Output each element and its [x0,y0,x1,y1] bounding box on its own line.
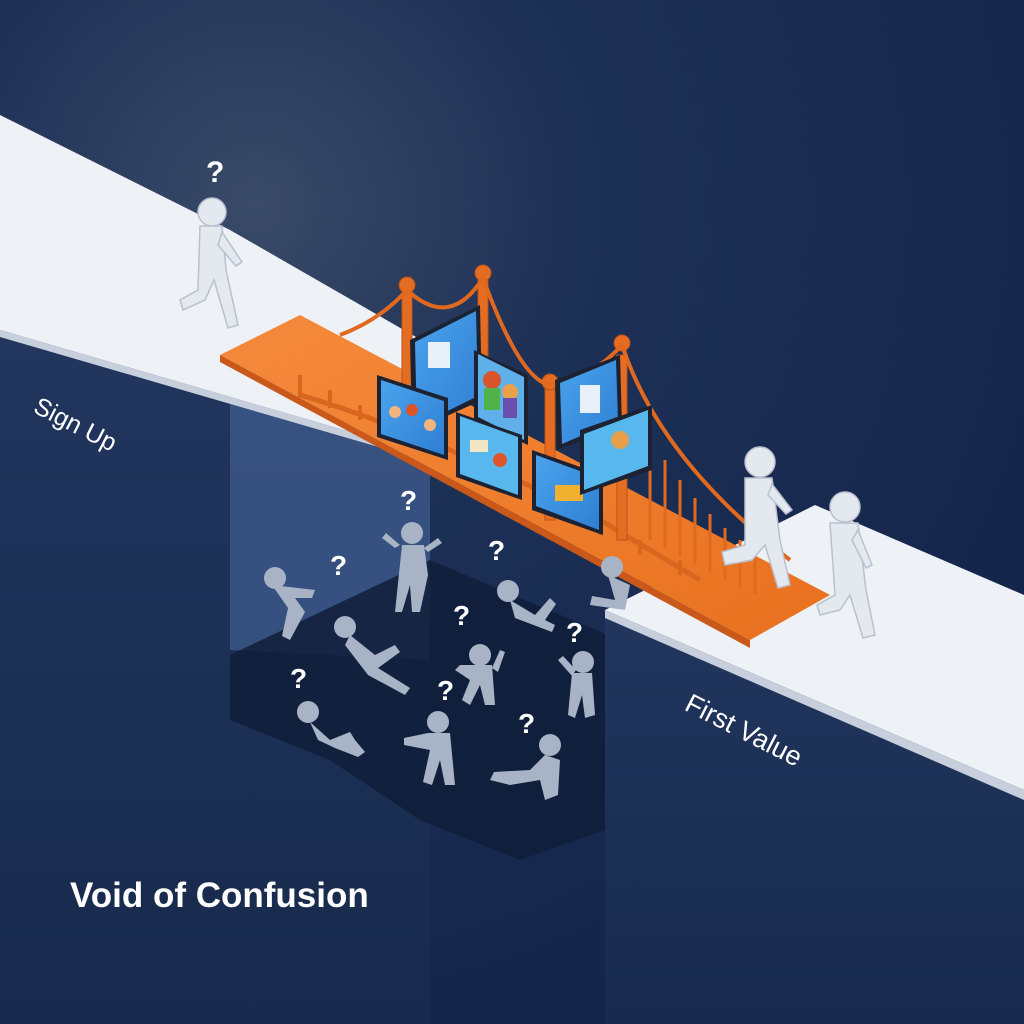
falling-figure [455,644,505,705]
falling-figure [334,616,410,695]
falling-figure [297,701,365,757]
arriving-walker-2 [816,491,876,639]
falling-figure [382,522,442,612]
question-mark-icon: ? [488,535,505,566]
falling-figure [490,734,561,800]
void-shadow [230,560,620,860]
arriving-walker-1 [721,446,794,589]
question-mark-icons: ? ? ? ? ? ? ? ? [290,485,583,739]
falling-figures [264,522,630,800]
screen-characters [377,375,448,460]
falling-figure [497,580,556,632]
question-mark-icon: ? [290,663,307,694]
bridge-screens [377,305,652,535]
question-mark-icon: ? [400,485,417,516]
question-mark-icon: ? [566,617,583,648]
question-mark-icon: ? [437,675,454,706]
question-mark-icon: ? [453,600,470,631]
confused-walker [179,197,244,329]
confused-walker-question-icon: ? [206,156,224,189]
falling-figure [590,556,630,610]
right-cliff [605,505,1024,1024]
falling-figure [558,651,595,718]
falling-figure [264,567,315,640]
void-of-confusion-label: Void of Confusion [70,876,369,915]
screen-chat [456,412,522,500]
screen-support [580,405,652,495]
question-mark-icon: ? [518,708,535,739]
falling-figure [404,711,455,785]
question-mark-icon: ? [330,550,347,581]
screen-team-video [474,350,528,445]
